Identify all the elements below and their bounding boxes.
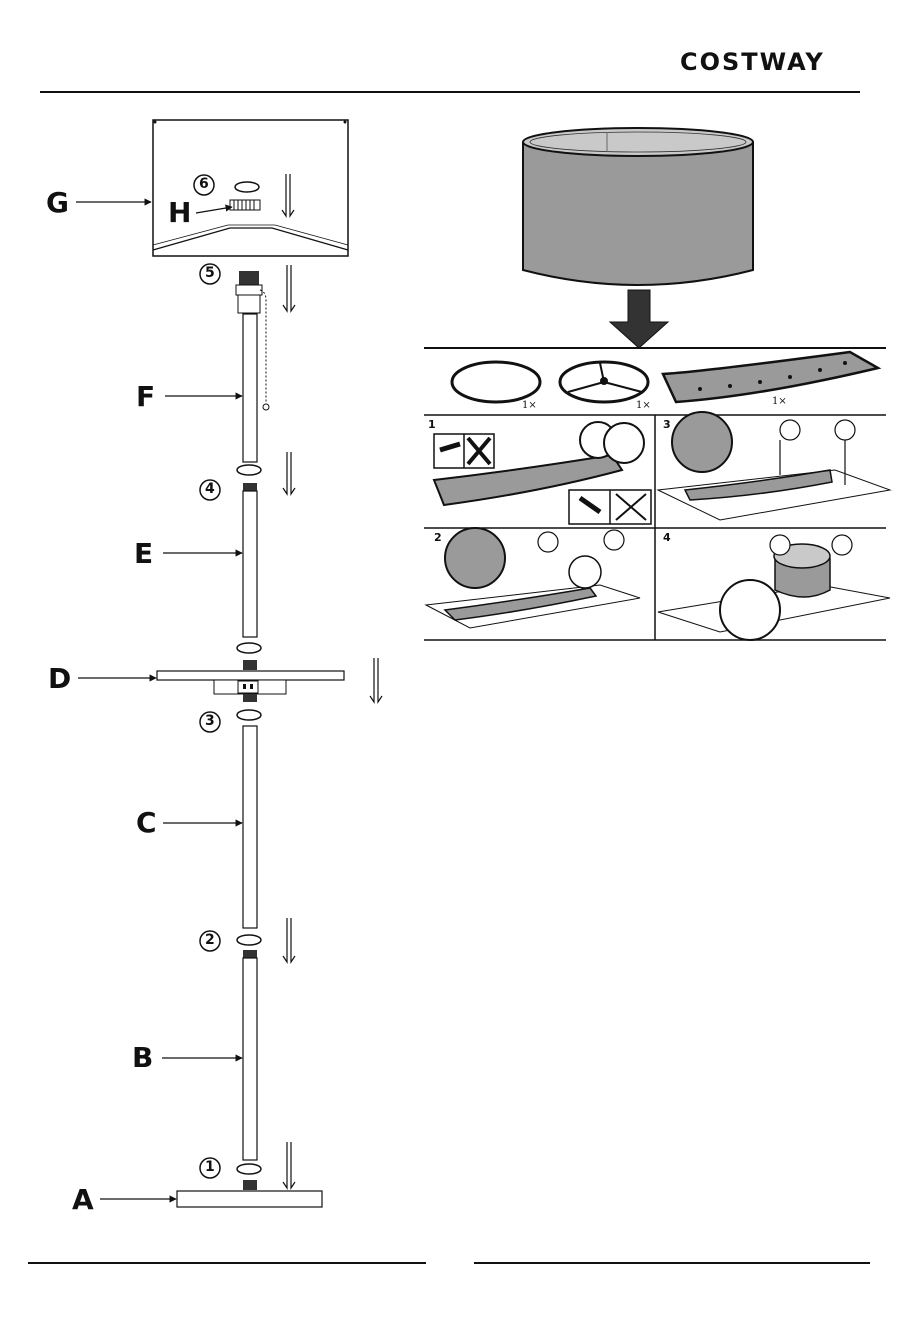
label-part-d: D [48,662,71,695]
label-part-e: E [134,537,153,570]
lamp-shade-g [153,120,348,256]
panel-4-number: 4 [663,531,671,544]
footer-rule-right [474,1262,870,1264]
panel-1-number: 1 [428,418,436,431]
leader-arrows [76,202,242,1199]
tube-f [243,314,257,462]
qty-panel: 1× [772,396,787,407]
drum-shade-illustration [523,128,753,285]
tube-c [243,726,257,928]
qty-ring: 1× [522,400,537,411]
base-a [177,1191,322,1207]
step-3: 3 [205,713,215,729]
label-part-c: C [136,806,157,839]
table-d [157,660,344,702]
label-part-h: H [168,196,191,229]
label-part-g: G [46,186,69,219]
label-part-f: F [136,380,155,413]
down-arrow-icons [282,174,382,1188]
panel-3-number: 3 [663,418,671,431]
instruction-panels [424,412,890,640]
panel-2-number: 2 [434,531,442,544]
step-2: 2 [205,932,215,948]
label-part-a: A [72,1183,94,1216]
step-1: 1 [205,1159,215,1175]
qty-spider: 1× [636,400,651,411]
kit-contents [424,348,886,415]
step-6: 6 [199,176,209,192]
tube-b [243,958,257,1160]
footer-rule-left [28,1262,426,1264]
big-down-arrow-icon [610,290,668,348]
tube-e [243,491,257,637]
step-5: 5 [205,265,215,281]
step-4: 4 [205,481,215,497]
label-part-b: B [132,1041,153,1074]
